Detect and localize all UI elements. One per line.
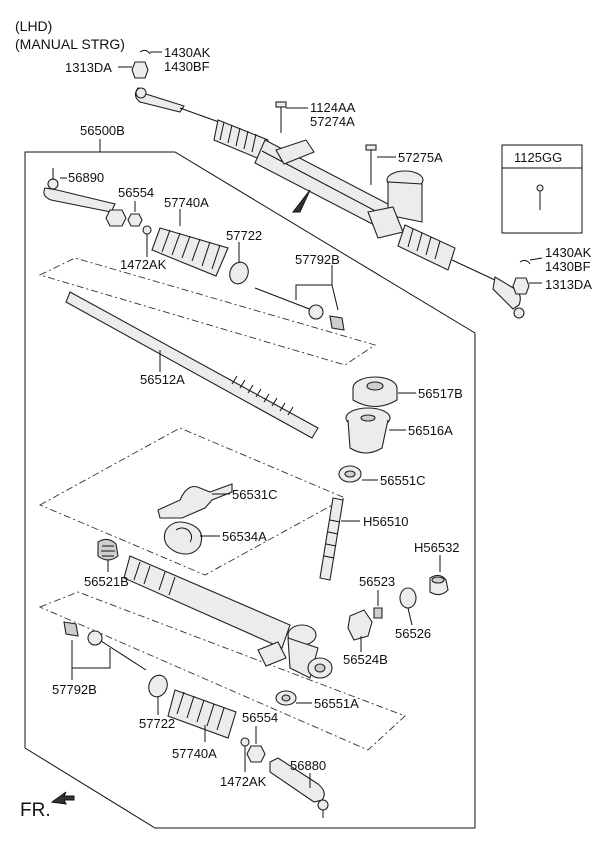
cap-h56532-icon [429,574,449,596]
rack-bar-56512a-icon [65,291,319,439]
leader-1430-right [529,257,543,261]
clamp-1472ak-bottom-icon [240,737,250,747]
label-56534a: 56534A [222,529,267,544]
label-56512a: 56512A [140,372,185,387]
leader-57792b-bottom [71,640,111,680]
label-56526: 56526 [395,626,431,641]
seal-56551a-icon [275,690,297,706]
nut-56554-small-icon [127,213,143,227]
label-56517b: 56517B [418,386,463,401]
header-manual-strg: (MANUAL STRG) [15,36,125,52]
dashed-group-top [38,257,377,366]
label-57722-top: 57722 [226,228,262,243]
nut-1313da-top-icon [131,61,149,79]
tie-rod-end-56880-icon [269,757,329,818]
label-57274a: 57274A [310,114,355,129]
ring-57722-top-icon [229,261,249,285]
inset-box [501,144,583,234]
label-h56532: H56532 [414,540,460,555]
bolt-57275a-icon [365,144,377,185]
label-1430bf-top: 1430BF [164,59,210,74]
cotter-pin-top-icon [139,49,151,55]
label-56500b: 56500B [80,123,125,138]
label-56531c: 56531C [232,487,278,502]
tie-rod-end-56890-icon [43,168,116,213]
label-57740a-bottom: 57740A [172,746,217,761]
ring-57722-bottom-icon [148,674,168,698]
nut-56554-bottom-icon [246,745,266,763]
label-1313da-right: 1313DA [545,277,592,292]
label-57792b-top: 57792B [295,252,340,267]
label-56551a: 56551A [314,696,359,711]
leader-57792b-top [295,265,339,311]
label-1472ak-bottom: 1472AK [220,774,267,789]
bracket-56531c-icon [157,483,233,519]
label-56524b: 56524B [343,652,388,667]
cotter-pin-right-icon [519,259,531,265]
boot-57740a-bottom-icon [167,689,237,739]
nut-56554-top-icon [105,209,127,227]
label-h56510: H56510 [363,514,409,529]
pinion-h56510-icon [319,497,344,581]
label-1430ak-top: 1430AK [164,45,211,60]
boot-57740a-top-icon [151,227,229,277]
label-56880: 56880 [290,758,326,773]
dashed-group-bottom [38,591,406,751]
label-1430bf-right: 1430BF [545,259,591,274]
header-lhd: (LHD) [15,18,52,34]
assembly-arrow-icon [291,189,311,213]
label-1430ak-right: 1430AK [545,245,592,260]
bolt-1124aa-icon [275,101,287,133]
label-56521b: 56521B [84,574,129,589]
seal-56551c-icon [338,465,362,483]
label-57740a-top: 57740A [164,195,209,210]
bolt-1125gg-icon [536,184,544,210]
label-56554-bottom: 56554 [242,710,278,725]
front-direction-label: FR. [20,800,51,821]
screw-56523-icon [373,607,383,619]
assembled-steering-gear [134,87,525,319]
label-56551c: 56551C [380,473,426,488]
label-1313da-top: 1313DA [65,60,112,75]
label-56523: 56523 [359,574,395,589]
housing-56516a-icon [345,407,391,454]
bushing-56534a-icon [163,521,203,555]
label-1124aa: 1124AA [310,100,356,115]
gear-housing-icon [123,555,333,679]
clamp-1472ak-top-icon [142,225,152,235]
bushing-56521b-icon [97,538,119,561]
label-56554-top: 56554 [118,185,154,200]
ring-56526-icon [399,587,417,609]
nut-1313da-right-icon [512,277,530,295]
label-56890: 56890 [68,170,104,185]
dashed-group-middle [38,427,347,576]
yoke-56524b-icon [347,609,373,641]
leader-56526 [407,607,413,626]
inner-tie-rod-57792b-top-icon [254,287,345,331]
cap-56517b-icon [352,376,398,408]
label-56516a: 56516A [408,423,453,438]
assembly-outline [24,151,476,829]
inner-tie-rod-57792b-bottom-icon [63,621,147,671]
label-1472ak-top: 1472AK [120,257,167,272]
label-57722-bottom: 57722 [139,716,175,731]
label-57792b-bottom: 57792B [52,682,97,697]
label-1125gg: 1125GG [514,150,562,165]
front-arrow-icon [50,791,75,805]
label-57275a: 57275A [398,150,443,165]
